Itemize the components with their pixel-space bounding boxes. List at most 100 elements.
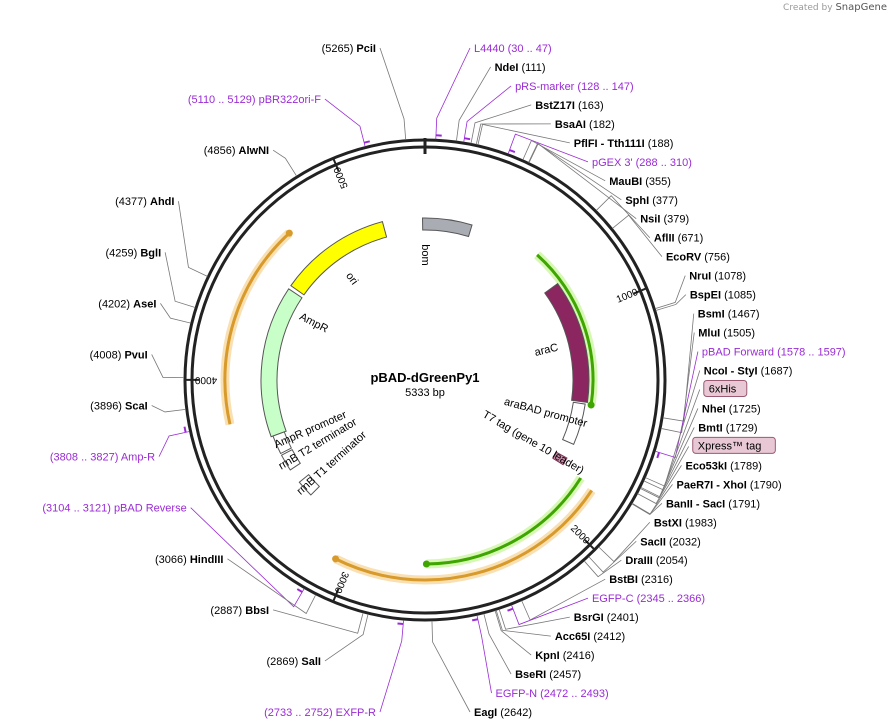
primer-mark-amp-r (183, 426, 187, 433)
site-pos-nsii: (379) (660, 214, 689, 226)
primer-label-exfp-r: (2733 .. 2752) EXFP-R (264, 707, 376, 719)
site-pos-pcii: (5265) (322, 43, 357, 55)
tick-1000 (633, 287, 648, 295)
center-title: pBAD-dGreenPy1 5333 bp (370, 370, 479, 399)
site-pos-paer7i-xhoi: (1790) (747, 479, 782, 491)
site-label-mlui: MluI (1505) (698, 328, 755, 340)
primer-label-egfp-c: EGFP-C (2345 .. 2366) (592, 593, 705, 605)
site-pos-bsrgi: (2401) (604, 612, 639, 624)
leader-bsaai (475, 123, 551, 145)
primer-mark-exfp-r (397, 622, 404, 626)
leader-pbad-forward (655, 351, 699, 458)
tick-label-4000: 4000 (194, 374, 217, 385)
leader-hindiii (227, 558, 317, 615)
site-pos-sali: (2869) (267, 656, 302, 668)
orf-line-1 (426, 477, 582, 566)
site-name-nhei: NheI (702, 403, 726, 415)
primer-label-l4440: L4440 (30 .. 47) (474, 43, 552, 55)
site-name-pvui: PvuI (124, 349, 147, 361)
snapgene-logo: SnapGene (835, 2, 887, 13)
site-pos-aflii: (671) (675, 233, 704, 245)
site-name-bsaai: BsaAI (555, 119, 586, 131)
leader-pvui (151, 354, 185, 379)
leader-aflii (596, 195, 651, 238)
site-pos-bseri: (2457) (546, 669, 581, 681)
site-label-eagi: EagI (2642) (474, 707, 532, 719)
site-label-banii-saci: BanII - SacI (1791) (666, 498, 760, 510)
leader-sacii (588, 540, 637, 573)
site-label-bsmi: BsmI (1467) (698, 309, 760, 321)
feature-rrnb-t1-terminator (298, 473, 321, 496)
site-label-alwni: (4856) AlwNI (204, 145, 269, 157)
tick-2000 (584, 539, 596, 551)
site-label-hindiii: (3066) HindIII (155, 554, 223, 566)
orf-end-2 (332, 555, 340, 563)
tag-box-xpress-tag (692, 436, 776, 454)
site-label-bsaai: BsaAI (182) (555, 119, 615, 131)
leader-6xhis (643, 389, 701, 491)
site-label-bstz17i: BstZ17I (163) (535, 100, 604, 112)
site-name-ecorv: EcoRV (666, 252, 702, 264)
site-label-bspei: BspEI (1085) (690, 290, 756, 302)
site-labels: L4440 (30 .. 47)NdeI (111)pRS-marker (12… (42, 43, 845, 719)
site-label-bgli: (4259) BglI (105, 247, 161, 259)
site-label-asei: (4202) AseI (98, 298, 156, 310)
leader-bgli (164, 252, 196, 308)
site-label-sacii: SacII (2032) (640, 536, 701, 548)
primer-label-pbad-forward: pBAD Forward (1578 .. 1597) (702, 347, 846, 359)
site-pos-bmti: (1729) (723, 422, 758, 434)
site-name-bstz17i: BstZ17I (535, 100, 575, 112)
site-pos-sacii: (2032) (666, 536, 701, 548)
site-pos-bstbi: (2316) (638, 574, 673, 586)
site-name-scai: ScaI (125, 401, 148, 413)
leader-bsrgi (498, 609, 570, 630)
feature-label-ori: ori (343, 270, 360, 287)
tick-label-3000: 3000 (332, 570, 351, 595)
site-label-bsrgi: BsrGI (2401) (574, 612, 639, 624)
site-pos-mlui: (1505) (720, 328, 755, 340)
credit-prefix: Created by (783, 3, 833, 13)
leader-bstz17i (470, 104, 532, 144)
site-label-ecorv: EcoRV (756) (666, 252, 730, 264)
leader-egfp-c (511, 597, 589, 626)
tick-3000 (332, 588, 340, 603)
site-label-ndei: NdeI (111) (495, 62, 546, 74)
feature-label-arac: araC (533, 342, 559, 359)
feature-label-bom: bom (419, 244, 431, 265)
leader-pgex-3 (507, 133, 589, 163)
feature-label-ampr: AmpR (297, 311, 330, 336)
site-name-draiii: DraIII (625, 555, 653, 567)
site-name-eco53ki: Eco53kI (685, 460, 727, 472)
site-name-bstxi: BstXI (654, 517, 682, 529)
tag-label-xpress-tag: Xpress™ tag (698, 440, 762, 452)
orf-tracks (220, 229, 598, 585)
leader-sphi (528, 142, 622, 201)
site-label-acc65i: Acc65I (2412) (555, 631, 625, 643)
primer-mark-pbad-forward (656, 452, 660, 459)
site-label-pflfi-tth111i: PflFI - Tth111I (188) (574, 138, 674, 150)
primer-label-pbad-reverse: (3104 .. 3121) pBAD Reverse (42, 503, 186, 515)
site-pos-acc65i: (2412) (590, 631, 625, 643)
primer-mark-pgex-3 (509, 149, 516, 154)
site-label-ncoi-styi: NcoI - StyI (1687) (704, 366, 793, 378)
site-label-nhei: NheI (1725) (702, 403, 761, 415)
site-pos-pflfi-tth111i: (188) (645, 138, 674, 150)
leader-maubi (522, 140, 606, 182)
site-name-eagi: EagI (474, 707, 497, 719)
leader-prs-marker (463, 85, 512, 143)
primer-label-pgex-3: pGEX 3' (288 .. 310) (592, 157, 692, 169)
tick-label-1000: 1000 (615, 287, 640, 306)
feature-ampr-promoter (272, 431, 293, 455)
site-label-bstxi: BstXI (1983) (654, 517, 717, 529)
tag-box-6xhis (703, 379, 748, 397)
plasmid-name: pBAD-dGreenPy1 (370, 370, 479, 385)
site-name-sali: SalI (301, 656, 321, 668)
site-name-sphi: SphI (625, 195, 649, 207)
leader-alwni (272, 149, 297, 177)
site-name-kpni: KpnI (535, 650, 559, 662)
leader-bseri (483, 613, 512, 675)
site-name-bbsi: BbsI (245, 605, 269, 617)
site-label-bmti: BmtI (1729) (698, 422, 757, 434)
leader-bbsi (273, 609, 364, 634)
